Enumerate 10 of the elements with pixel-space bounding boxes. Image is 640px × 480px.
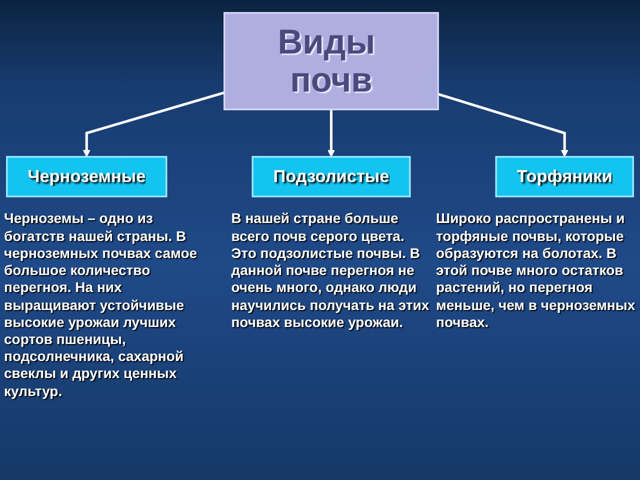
arrow — [327, 109, 336, 158]
description-text: В нашей стране больше всего почв серого цвета. Это подзолистые почвы. В данной почве перегноя не очень много, однако люди научились получать на этих почвах высокие урожаи. — [231, 210, 430, 331]
node-box: Черноземные — [6, 156, 168, 198]
description-text: Широко распространены и торфяные почвы, которые образуются на болотах. В этой почве много остатков растений, но перегноя меньше, чем в черноземных почвах. — [436, 210, 636, 331]
description-text: Черноземы – одно из богатств нашей страны. В черноземных почвах самое большое количество перегноя. На них выращивают устойчивые высокие урожаи лучших сортов пшеницы, подсолнечника, сахарной свеклы и других ценных культур. — [4, 210, 198, 400]
node-box: Подзолистые — [252, 156, 411, 198]
node-box: Торфяники — [495, 156, 634, 198]
arrow — [82, 91, 225, 158]
arrow — [438, 92, 568, 158]
node-box: Виды почв — [224, 12, 439, 110]
